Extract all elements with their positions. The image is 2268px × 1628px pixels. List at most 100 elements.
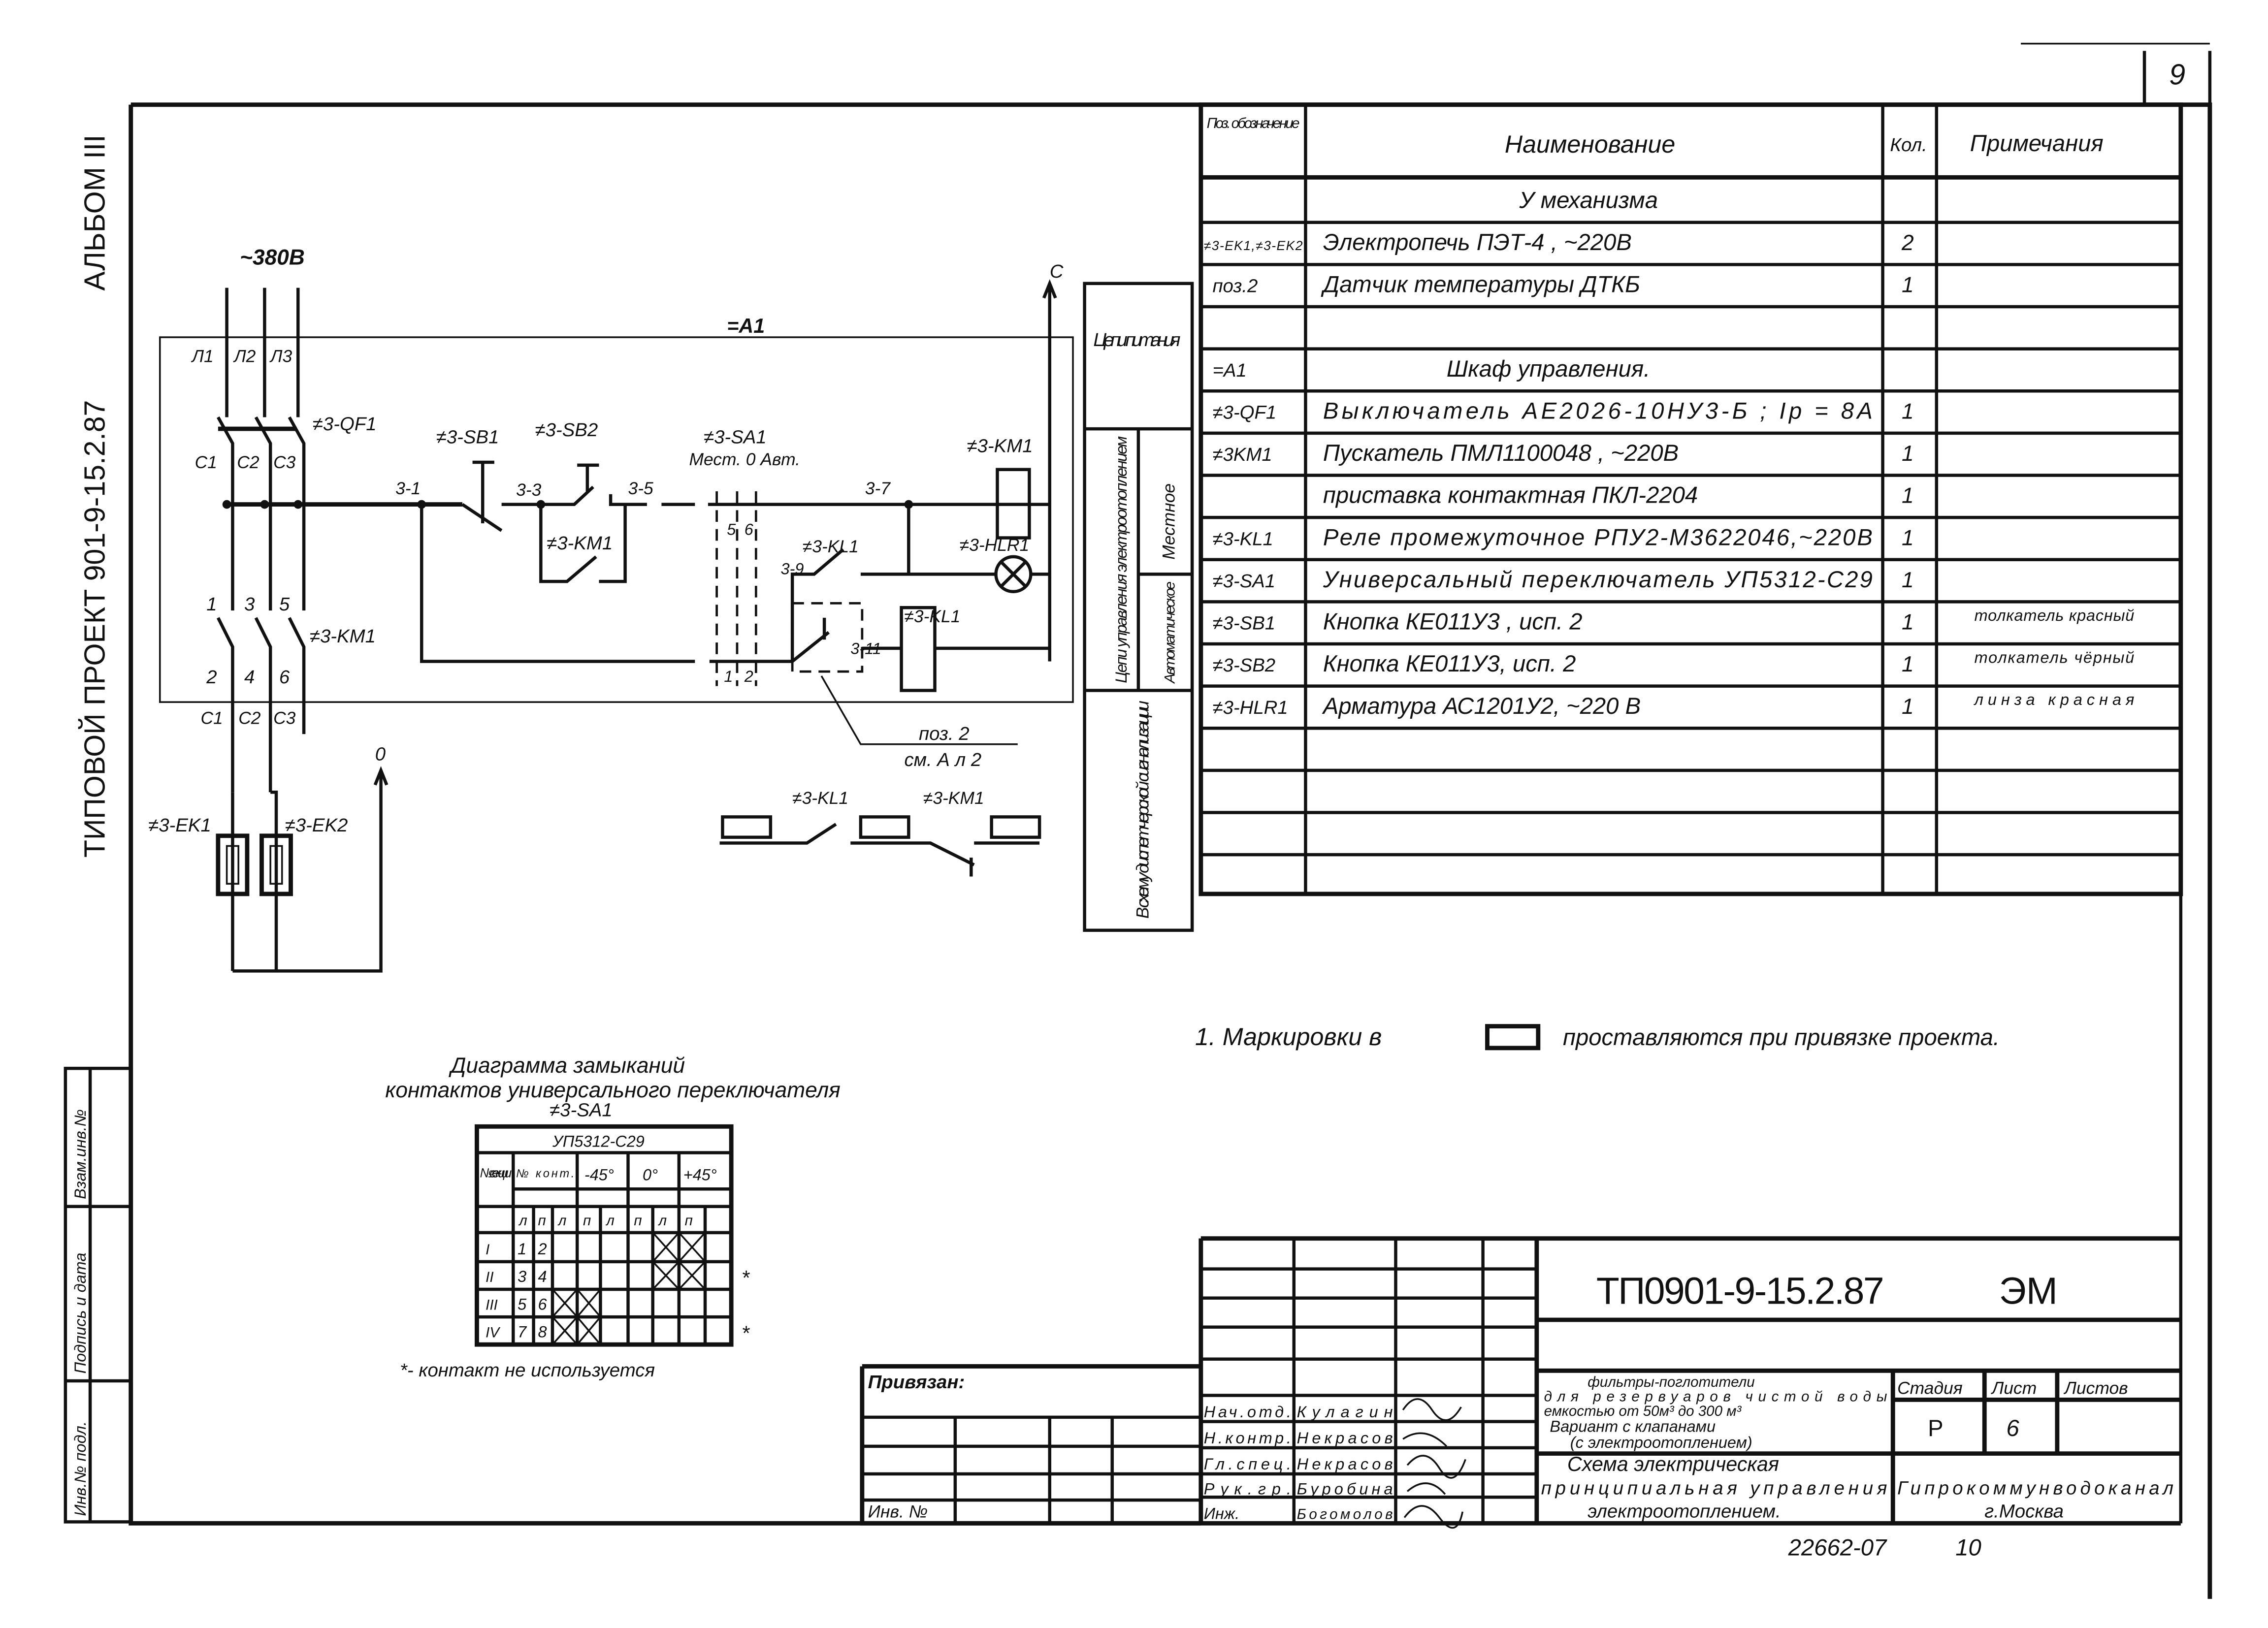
organization: Гипрокоммунводоканал (1897, 1477, 2173, 1499)
col-section: № сек-ции (480, 1166, 512, 1181)
person: Буробина (1297, 1480, 1393, 1498)
spec-name: Пускатель ПМЛ1100048 , ~220В (1323, 440, 1679, 466)
disp-km1-label: ≠3-KM1 (923, 788, 984, 808)
contact-number: 4 (538, 1268, 547, 1285)
sheets-label: Листов (2064, 1378, 2128, 1398)
switch-diagram-title: Диаграмма замыканий (448, 1053, 685, 1078)
switch-diagram-title: контактов универсального переключателя (385, 1078, 840, 1102)
group-dispatch: В схему диспетчерской сигнализации (1133, 701, 1153, 919)
person: Некрасов (1297, 1455, 1393, 1473)
spec-pos: ≠3-QF1 (1212, 402, 1276, 423)
note: 1. Маркировки в проставляются при привяз… (1195, 1023, 2000, 1051)
assembly-boundary (159, 336, 1074, 703)
spec-name: У механизма (1519, 187, 1658, 213)
side-title-album: АЛЬБОМ III (79, 135, 111, 291)
closed-contact-mark (652, 1261, 680, 1290)
spec-name: Кнопка КЕ011У3 , исп. 2 (1323, 609, 1583, 635)
role: Рук.гр. (1204, 1480, 1291, 1498)
contact-number: 6 (538, 1295, 547, 1313)
phase-label: Л3 (269, 346, 292, 366)
qf1-label: ≠3-QF1 (313, 414, 377, 435)
contact-number: 3 (518, 1268, 526, 1285)
wire-label: 3-9 (781, 560, 804, 577)
ek1-label: ≠3-EK1 (148, 815, 211, 836)
role: Гл.спец. (1204, 1455, 1291, 1473)
spec-qty: 1 (1902, 526, 1914, 550)
marking-box (990, 815, 1041, 839)
spec-header: Примечания (1970, 130, 2104, 157)
phase-label: С2 (237, 452, 259, 472)
phase-label: С2 (238, 708, 261, 728)
title-block: Привязан: Инв. № ТП0901-9-15.2.87 ЭМ Нач… (860, 1236, 2181, 1561)
closed-contact-mark (576, 1288, 601, 1318)
role: Инж. (1204, 1504, 1239, 1522)
spec-qty: 1 (1902, 568, 1914, 592)
kl1-contact-label: ≠3-KL1 (803, 537, 859, 556)
note-prefix: 1. Маркировки в (1195, 1023, 1382, 1051)
signatures (1402, 1398, 1466, 1529)
group-local: Местное (1159, 483, 1179, 560)
archive-number: 22662-07 (1788, 1534, 1887, 1561)
terminal-label: 5 (279, 594, 290, 615)
spec-pos: ≠3-EK1,≠3-EK2 (1204, 238, 1303, 253)
group-auto: Автоматическое (1162, 581, 1178, 684)
km1-coil-label: ≠3-KM1 (967, 435, 1033, 456)
spec-name: Кнопка КЕ011У3, исп. 2 (1323, 651, 1576, 677)
hlr1-label: ≠3-HLR1 (960, 535, 1030, 555)
spec-qty: 1 (1902, 399, 1914, 423)
project-line: (с электроотоплением) (1570, 1434, 1752, 1451)
side-label: л (518, 1213, 527, 1229)
col-contacts: № конт. (516, 1168, 574, 1181)
side-stamp: Взам.инв.№ Подпись и дата Инв.№ подл. (64, 1066, 132, 1524)
note-suffix: проставляются при привязке проекта. (1563, 1024, 2000, 1051)
terminal-label: 4 (244, 667, 255, 688)
closed-contact-mark (652, 1232, 680, 1263)
contact-number: 5 (518, 1295, 527, 1313)
terminal-label: 6 (279, 667, 290, 688)
unused-mark: * (742, 1322, 750, 1344)
spec-table-border (1199, 102, 2183, 896)
marking-box (721, 815, 773, 839)
km1-hold-label: ≠3-KM1 (547, 533, 613, 554)
position-label: 0° (643, 1166, 658, 1184)
drawing-title: электроотоплением. (1588, 1501, 1781, 1522)
wire-label: 3-3 (516, 480, 541, 500)
km1-coil (996, 468, 1031, 540)
heater-ek1 (216, 833, 250, 896)
spec-name: Электропечь ПЭТ-4 , ~220В (1323, 229, 1632, 255)
pos-ref: поз. 2 (919, 723, 970, 744)
side-label: л (605, 1213, 615, 1229)
sheet-label: Лист (1991, 1378, 2037, 1398)
organization: г.Москва (1984, 1501, 2064, 1522)
circuit-groups: Цепи питания Цепи управления электроотоп… (1083, 282, 1194, 932)
kl1-coil-label: ≠3-KL1 (904, 607, 960, 626)
spec-pos: ≠3-SB1 (1212, 613, 1275, 634)
unused-mark: * (742, 1267, 750, 1289)
side-label: п (583, 1213, 591, 1229)
closed-contact-mark (678, 1261, 706, 1290)
phase-label: Л2 (233, 346, 256, 366)
side-label: л (557, 1213, 567, 1229)
person: Кулагин (1297, 1403, 1393, 1421)
side-stamp-sign: Подпись и дата (71, 1253, 89, 1374)
switch-footnote: *- контакт не используется (400, 1360, 655, 1381)
stage-label: Стадия (1897, 1378, 1963, 1398)
phase-label: Л1 (191, 346, 214, 366)
wire-label: 3-7 (865, 479, 891, 498)
contact-number: 8 (538, 1323, 547, 1341)
wire-label: 3-1 (395, 479, 421, 498)
phase-label: С3 (273, 452, 296, 472)
spec-pos: ≠3-KL1 (1212, 528, 1273, 549)
phase-label: С3 (273, 708, 296, 728)
doc-type: ЭМ (1999, 1271, 2058, 1312)
spec-header: Наименование (1505, 130, 1675, 158)
side-label: п (634, 1213, 642, 1229)
wire-label: 3-11 (850, 640, 881, 658)
contact-number: 7 (518, 1323, 527, 1341)
switch-diagram: Диаграмма замыканий контактов универсаль… (385, 1053, 840, 1381)
person: Богомолов (1297, 1506, 1393, 1522)
assembly-label: =A1 (727, 315, 765, 337)
sa1-modes: Мест. 0 Авт. (689, 449, 801, 469)
neutral-c-label: С (1050, 261, 1064, 282)
spec-pos: поз.2 (1212, 276, 1258, 297)
